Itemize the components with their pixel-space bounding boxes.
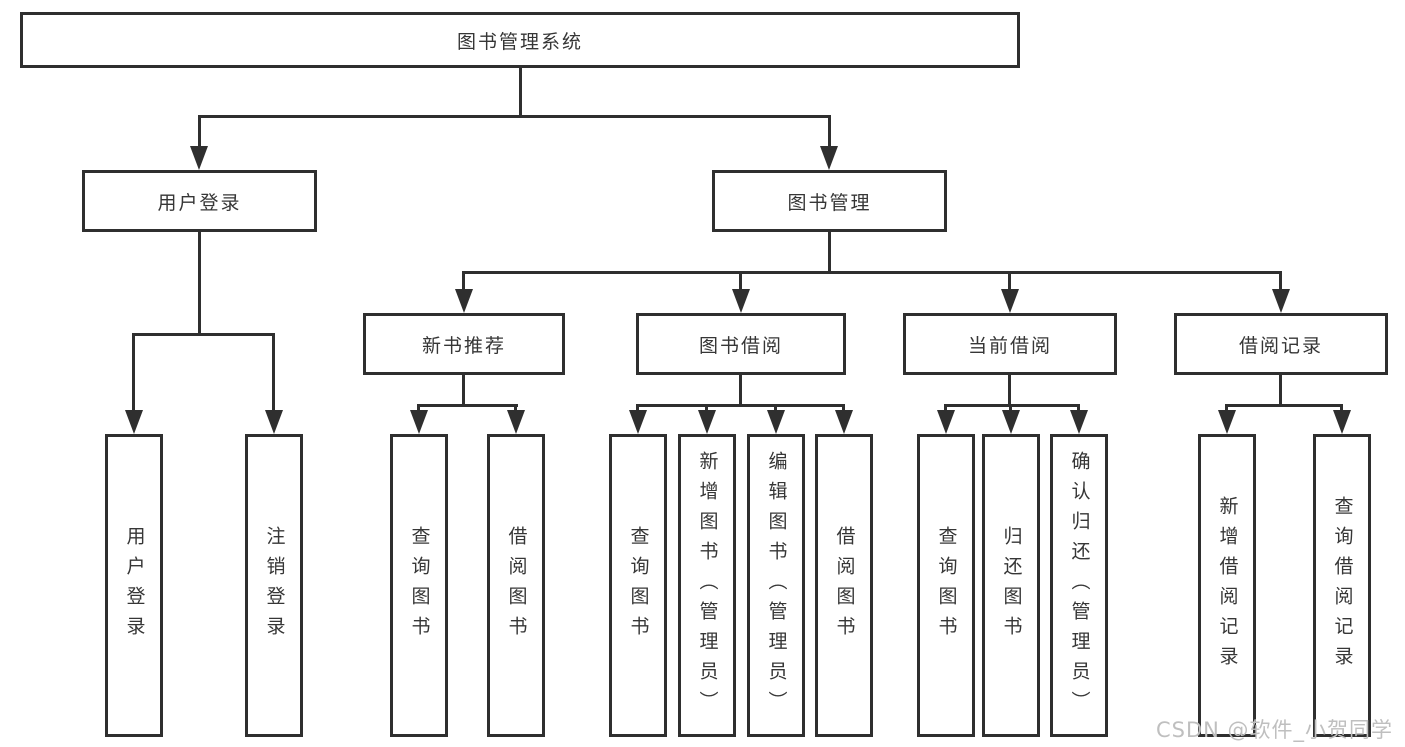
connector-line: [828, 115, 831, 147]
connector-line: [1008, 375, 1011, 406]
arrowhead: [732, 289, 750, 313]
leaf-query-books-recommend: 查询图书: [390, 434, 448, 737]
arrowhead: [125, 410, 143, 434]
leaf-edit-book-admin: 编辑图书（管理员）: [747, 434, 805, 737]
node-current-borrow: 当前借阅: [903, 313, 1117, 375]
connector-line: [198, 115, 201, 147]
leaf-logout: 注销登录: [245, 434, 303, 737]
connector-line: [462, 271, 1282, 274]
leaf-add-book-admin-label: 新增图书（管理员）: [696, 450, 719, 721]
arrowhead: [629, 410, 647, 434]
arrowhead: [767, 410, 785, 434]
node-root: 图书管理系统: [20, 12, 1020, 68]
leaf-borrow-books-recommend: 借阅图书: [487, 434, 545, 737]
node-book-management-label: 图书管理: [787, 191, 872, 214]
csdn-watermark: CSDN @软件_小贺同学: [1156, 718, 1394, 742]
leaf-borrow-books: 借阅图书: [815, 434, 873, 737]
node-root-label: 图书管理系统: [456, 30, 583, 53]
connector-line: [739, 375, 742, 406]
arrowhead: [937, 410, 955, 434]
connector-line: [1279, 375, 1282, 406]
leaf-query-borrow-record: 查询借阅记录: [1313, 434, 1371, 737]
connector-line: [1225, 404, 1228, 412]
leaf-add-book-admin: 新增图书（管理员）: [678, 434, 736, 737]
node-book-management: 图书管理: [712, 170, 947, 232]
node-book-borrow: 图书借阅: [636, 313, 846, 375]
arrowhead: [820, 146, 838, 170]
connector-line: [774, 404, 777, 412]
leaf-query-books-borrow: 查询图书: [609, 434, 667, 737]
connector-line: [705, 404, 708, 412]
connector-line: [739, 271, 742, 291]
connector-line: [1225, 404, 1342, 407]
leaf-query-borrow-record-label: 查询借阅记录: [1331, 495, 1354, 676]
leaf-return-book-label: 归还图书: [1000, 525, 1023, 646]
leaf-query-books-recommend-label: 查询图书: [408, 525, 431, 646]
leaf-query-books-borrow-label: 查询图书: [627, 525, 650, 646]
connector-line: [828, 232, 831, 273]
arrowhead: [1002, 410, 1020, 434]
arrowhead: [1001, 289, 1019, 313]
connector-line: [514, 404, 517, 412]
connector-line: [417, 404, 518, 407]
arrowhead: [1070, 410, 1088, 434]
connector-line: [842, 404, 845, 412]
arrowhead: [835, 410, 853, 434]
arrowhead: [1272, 289, 1290, 313]
node-user-login-label: 用户登录: [157, 191, 242, 214]
node-current-borrow-label: 当前借阅: [967, 334, 1052, 357]
leaf-user-login-label: 用户登录: [123, 525, 146, 646]
connector-line: [462, 271, 465, 291]
node-borrow-records: 借阅记录: [1174, 313, 1388, 375]
arrowhead: [190, 146, 208, 170]
leaf-user-login: 用户登录: [105, 434, 163, 737]
connector-line: [198, 232, 201, 335]
arrowhead: [507, 410, 525, 434]
connector-line: [519, 68, 522, 117]
connector-line: [1009, 404, 1012, 412]
connector-line: [198, 115, 831, 118]
node-book-borrow-label: 图书借阅: [698, 334, 783, 357]
arrowhead: [265, 410, 283, 434]
leaf-add-borrow-record: 新增借阅记录: [1198, 434, 1256, 737]
leaf-confirm-return-admin-label: 确认归还（管理员）: [1068, 450, 1091, 721]
arrowhead: [1333, 410, 1351, 434]
leaf-query-books-current-label: 查询图书: [935, 525, 958, 646]
connector-line: [1008, 271, 1011, 291]
leaf-return-book: 归还图书: [982, 434, 1040, 737]
node-user-login: 用户登录: [82, 170, 317, 232]
connector-line: [1077, 404, 1080, 412]
connector-line: [636, 404, 844, 407]
connector-line: [636, 404, 639, 412]
connector-line: [462, 375, 465, 406]
arrowhead: [455, 289, 473, 313]
connector-line: [944, 404, 947, 412]
connector-line: [1279, 271, 1282, 291]
leaf-confirm-return-admin: 确认归还（管理员）: [1050, 434, 1108, 737]
arrowhead: [698, 410, 716, 434]
leaf-add-borrow-record-label: 新增借阅记录: [1216, 495, 1239, 676]
leaf-borrow-books-recommend-label: 借阅图书: [505, 525, 528, 646]
node-new-book-recommend: 新书推荐: [363, 313, 565, 375]
leaf-logout-label: 注销登录: [263, 525, 286, 646]
connector-line: [1340, 404, 1343, 412]
node-borrow-records-label: 借阅记录: [1238, 334, 1323, 357]
connector-line: [132, 333, 135, 411]
arrowhead: [410, 410, 428, 434]
leaf-edit-book-admin-label: 编辑图书（管理员）: [765, 450, 788, 721]
leaf-query-books-current: 查询图书: [917, 434, 975, 737]
connector-line: [272, 333, 275, 411]
connector-line: [417, 404, 420, 412]
arrowhead: [1218, 410, 1236, 434]
connector-line: [132, 333, 275, 336]
leaf-borrow-books-label: 借阅图书: [833, 525, 856, 646]
node-new-book-recommend-label: 新书推荐: [421, 334, 506, 357]
